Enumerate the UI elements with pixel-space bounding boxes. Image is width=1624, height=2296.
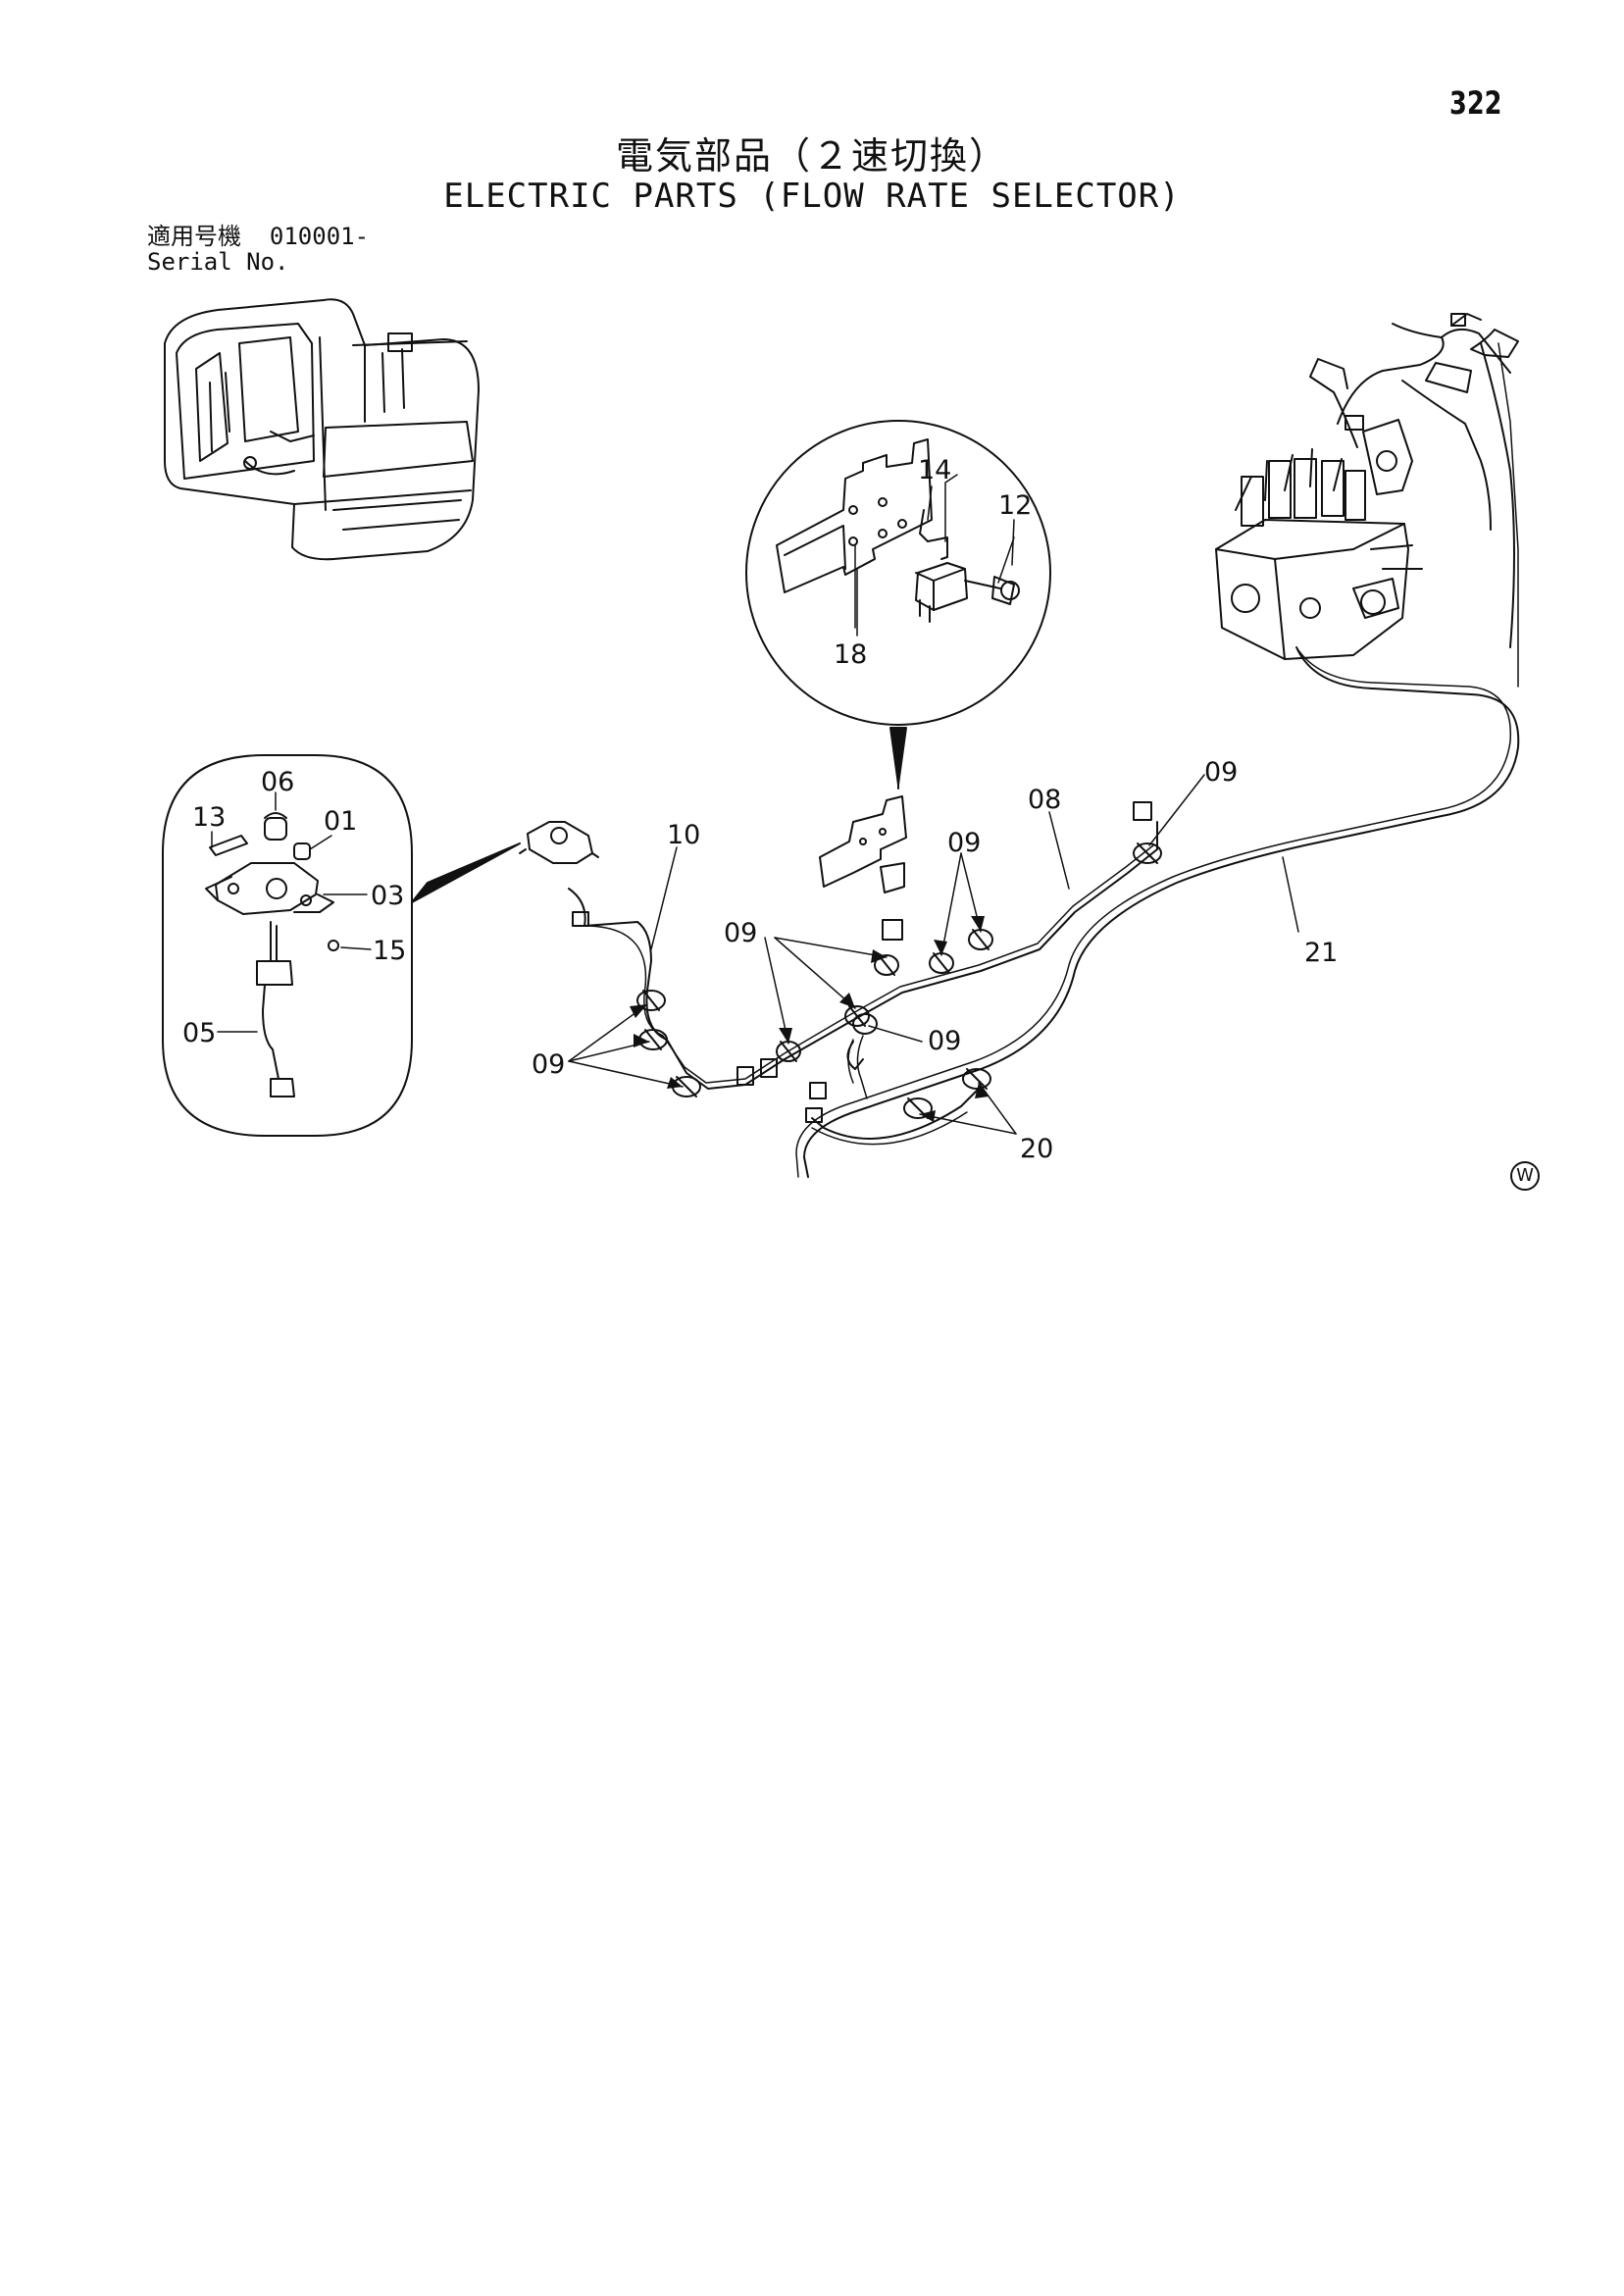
callout-labels: 14 12 18 06 01 13 03 15 05 10 08 09 09 0…: [182, 455, 1338, 1164]
relay-leader-arrow: [889, 727, 907, 786]
callout-20: 20: [1020, 1134, 1053, 1164]
title-japanese: 電気部品（２速切換）: [615, 134, 1008, 178]
title-english: ELECTRIC PARTS (FLOW RATE SELECTOR): [443, 177, 1181, 216]
callout-01: 01: [324, 806, 357, 837]
switch-installed: [519, 821, 599, 864]
switch-detail-circle: [162, 754, 413, 1137]
callout-09-center: 09: [724, 918, 757, 948]
harness-connectors: [572, 801, 1152, 1123]
relay-installed: [819, 795, 907, 893]
harness-21: [803, 646, 1520, 1178]
callout-13: 13: [192, 802, 226, 833]
callout-12: 12: [998, 490, 1032, 521]
relay-detail-circle: [745, 420, 1051, 726]
callout-21: 21: [1304, 938, 1338, 968]
control-valve: [1215, 313, 1519, 660]
callout-09-left: 09: [532, 1049, 565, 1080]
watermark-symbol: W: [1510, 1161, 1540, 1191]
serial-label-english: Serial No.: [147, 248, 289, 276]
serial-label-japanese: 適用号機: [147, 223, 241, 250]
callout-15: 15: [373, 936, 406, 966]
harness-20: [811, 1086, 982, 1140]
callout-09-top-right: 09: [1204, 757, 1238, 788]
switch-leader-arrow: [411, 842, 521, 903]
callout-05: 05: [182, 1018, 216, 1048]
callout-18: 18: [834, 639, 867, 670]
callout-09-middle: 09: [947, 828, 981, 858]
leader-lines: [211, 485, 1299, 1135]
serial-block: 適用号機 010001- Serial No.: [147, 224, 369, 275]
callout-06: 06: [261, 767, 294, 797]
page-number: 322: [1449, 84, 1502, 122]
serial-value: 010001-: [269, 223, 370, 250]
callout-14: 14: [918, 455, 951, 485]
excavator-overview: [164, 298, 480, 561]
callout-03: 03: [371, 881, 404, 911]
leader-arrowheads: [630, 916, 989, 1122]
callout-08: 08: [1028, 785, 1061, 815]
callout-10: 10: [667, 820, 700, 850]
callout-09-lower: 09: [928, 1026, 961, 1056]
harness-clips: [636, 842, 1162, 1119]
